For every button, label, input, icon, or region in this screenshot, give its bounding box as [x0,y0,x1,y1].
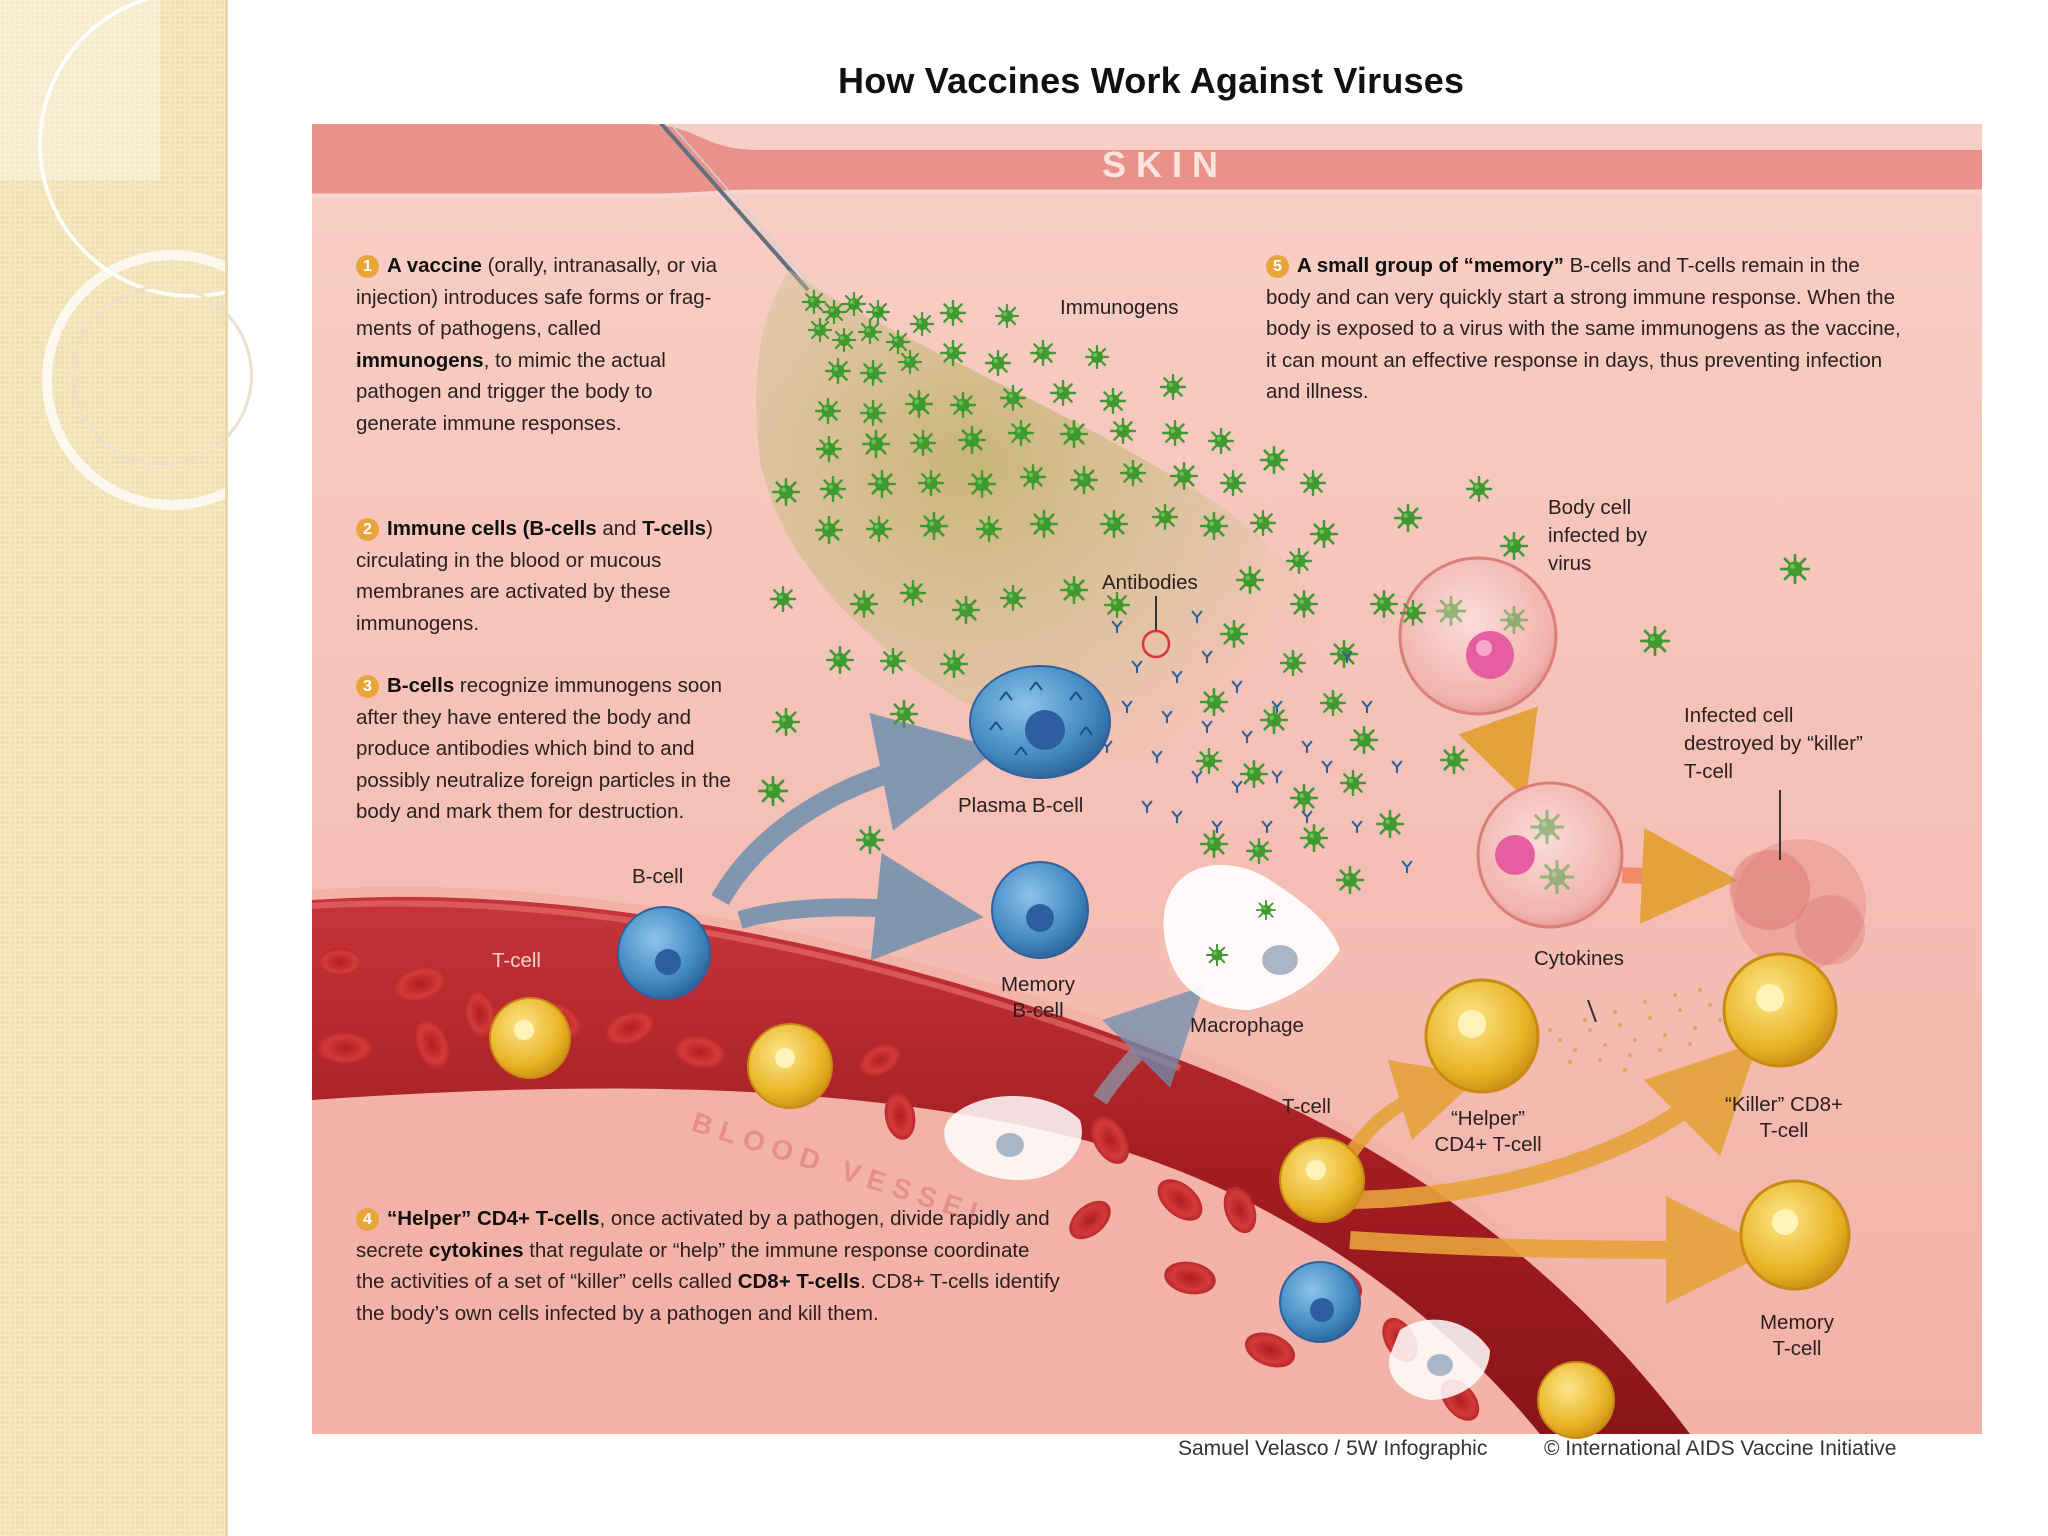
step-text-bold: B-cells [387,674,455,697]
t-cell-vessel [489,997,571,1079]
arrow-to-killer-t-cell [1339,1041,1759,1209]
helper-t-cell [1424,978,1540,1094]
destroyed-infected-cell [1730,839,1866,971]
memory-b-cell [991,861,1089,959]
credit-copyright: © International AIDS Vaccine Initiative [1544,1437,1897,1460]
step-text: , once activated by a pathogen, divide r… [356,1207,1050,1262]
step-text: and [596,517,643,540]
step-number-badge: 4 [356,1208,379,1231]
macrophage-vessel [944,1096,1082,1180]
label-body-cell-infected: Body cell infected by virus [1548,496,1648,575]
step-text-bold: “Helper” CD4+ T-cells [387,1207,600,1230]
step-2-text: 2 Immune cells (B-cells and T-cells) circ… [356,513,732,639]
decorative-side-strip [0,0,346,1536]
label-cytokines: Cytokines [1534,947,1625,970]
step-text-bold: cytokines [428,1238,524,1262]
cytokines-spray [1548,988,1722,1072]
step-text-bold: Immune cells (B-cells [387,517,597,540]
step-1-text: 1 A vaccine (orally, intranasally, or via… [356,250,732,439]
label-macrophage: Macrophage [1190,1014,1304,1037]
memory-b-cell-vessel [1279,1261,1361,1343]
b-cell [617,906,711,1000]
label-helper-t-cell: “Helper” CD4+ T-cell [1434,1107,1542,1156]
label-b-cell: B-cell [632,865,684,888]
memory-t-cell [1739,1179,1851,1291]
plasma-b-cell [969,665,1111,779]
arrow-to-macrophage [1093,986,1204,1105]
infected-body-cell-dividing [1476,781,1624,929]
step-number-badge: 2 [356,518,379,541]
label-immunogens: Immunogens [1060,296,1179,319]
label-memory-b-cell: Memory B-cell [1000,973,1076,1022]
step-text: . CD8+ T-cells identify the body’s own c… [356,1270,1060,1325]
step-text-bold: A vaccine [387,254,482,277]
step-text-bold: A small group of “memory” [1297,254,1564,277]
infographic-canvas: S K I N BLOOD VESSEL [312,124,1982,1439]
arrow-infected-cell-down [1458,706,1538,800]
decorative-ring [72,285,253,466]
step-number-badge: 5 [1266,255,1289,278]
step-3-text: 3 B-cells recognize immunogens soon after… [356,670,732,828]
diagram-title: How Vaccines Work Against Viruses [838,60,1465,101]
step-number-badge: 1 [356,255,379,278]
decorative-ring [42,250,302,510]
step-text: , to mimic the actual pathogen and trigg… [356,348,666,435]
skin-label: S K I N [1102,144,1218,185]
step-5-text: 5 A small group of “memory” B-cells and T… [1266,250,1906,408]
leader-lines [1141,596,1781,1023]
t-cell-activated [1279,1137,1365,1223]
step-text: B-cells and T-cells remain in the body a… [1266,254,1901,403]
label-plasma-b-cell: Plasma B-cell [958,794,1084,817]
arrow-infected-cell-destroyed [1621,827,1738,924]
t-cell-vessel-2 [747,1023,833,1109]
label-infected-cell-destroyed: Infected cell destroyed by “killer” T-ce… [1684,704,1863,783]
step-4-text: 4 “Helper” CD4+ T-cells, once activated b… [356,1203,1060,1329]
step-text: ) circulating in the blood or mucous mem… [356,517,713,635]
macrophage-vessel-2 [1389,1319,1490,1400]
killer-t-cell [1722,952,1838,1068]
syringe-icon [658,124,813,292]
label-antibodies: Antibodies [1102,571,1198,594]
skin-band [312,124,1982,196]
step-text-bold: immunogens [356,348,484,372]
step-text: that regulate or “help” the immune respo… [356,1238,1030,1294]
arrow-to-memory-b-cell [737,852,984,961]
label-memory-t-cell: Memory T-cell [1759,1311,1835,1360]
arrow-to-memory-t-cell [1349,1195,1774,1304]
arrow-to-plasma-b-cell [711,712,999,906]
immunogen-cloud [756,270,1365,820]
step-text-bold: CD8+ T-cells [737,1270,861,1293]
label-killer-t-cell: “Killer” CD8+ T-cell [1725,1093,1843,1142]
infected-body-cell [1398,556,1558,716]
label-t-cell: T-cell [1282,1095,1331,1118]
step-number-badge: 3 [356,675,379,698]
t-cell-bottom [1537,1361,1615,1439]
step-text: recognize immunogens soon after they hav… [356,674,731,823]
step-text-bold: T-cells [642,517,707,540]
label-t-cell-vessel: T-cell [492,949,541,972]
step-text: (orally, intranasally, or via injection)… [356,254,718,340]
skin-edge [312,189,1982,199]
macrophage [1163,865,1340,1010]
credit-infographic: Samuel Velasco / 5W Infographic [1178,1437,1488,1460]
